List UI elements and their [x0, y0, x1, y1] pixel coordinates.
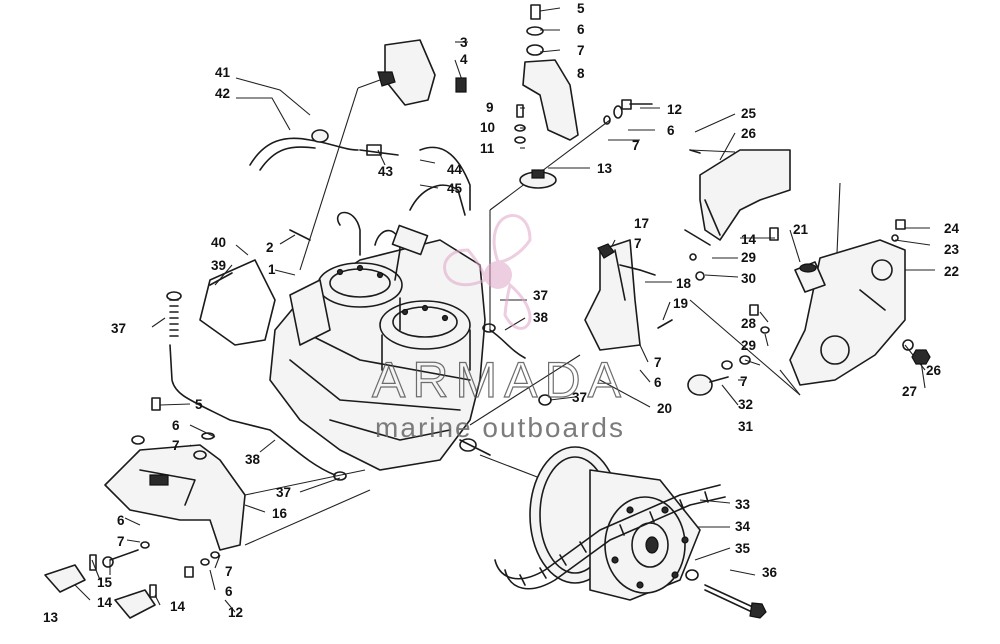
callout-label: 36 — [762, 565, 778, 580]
callout-label: 19 — [673, 296, 688, 311]
watermark-brand: ARMADA — [372, 352, 628, 408]
callout-label: 29 — [741, 250, 756, 265]
callout-label: 22 — [944, 264, 959, 279]
callout-label: 2 — [266, 240, 274, 255]
callout-label: 33 — [735, 497, 751, 512]
callout-label: 38 — [533, 310, 549, 325]
callout-label: 43 — [378, 164, 394, 179]
callout-label: 3 — [460, 35, 468, 50]
callout-label: 37 — [533, 288, 548, 303]
callout-label: 18 — [676, 276, 692, 291]
callout-label: 9 — [486, 100, 494, 115]
callout-label: 37 — [572, 390, 587, 405]
callout-label: 15 — [97, 575, 113, 590]
callout-label: 10 — [480, 120, 495, 135]
callout-label: 16 — [272, 506, 288, 521]
callout-label: 38 — [245, 452, 261, 467]
callout-label: 13 — [597, 161, 613, 176]
callout-label: 8 — [577, 66, 585, 81]
callout-label: 12 — [228, 605, 243, 620]
callout-label: 37 — [111, 321, 126, 336]
callout-label: 5 — [577, 1, 585, 16]
callout-label: 13 — [43, 610, 59, 625]
callout-label: 6 — [117, 513, 125, 528]
callout-label: 12 — [667, 102, 682, 117]
callout-label: 40 — [211, 235, 226, 250]
watermark-logo: ARMADA marine outboards — [371, 214, 628, 443]
callout-label: 7 — [577, 43, 585, 58]
callout-label: 23 — [944, 242, 960, 257]
callout-label: 25 — [741, 106, 757, 121]
callout-label: 20 — [657, 401, 672, 416]
callout-label: 5 — [195, 397, 203, 412]
callout-label: 14 — [170, 599, 186, 614]
callout-label: 6 — [654, 375, 662, 390]
callout-label: 11 — [480, 141, 495, 156]
callout-label: 14 — [741, 232, 757, 247]
callout-label: 44 — [447, 162, 463, 177]
callout-label: 6 — [172, 418, 180, 433]
callout-label: 31 — [738, 419, 754, 434]
callout-label: 26 — [926, 363, 942, 378]
callout-label: 32 — [738, 397, 753, 412]
callout-label: 34 — [735, 519, 751, 534]
callout-label: 6 — [577, 22, 585, 37]
callout-label: 7 — [740, 374, 748, 389]
callout-label: 7 — [654, 355, 662, 370]
callout-label: 1 — [268, 262, 276, 277]
callout-label: 27 — [902, 384, 917, 399]
callout-label: 30 — [741, 271, 756, 286]
callout-labels: 1 2 3 4 5 6 7 8 9 10 11 12 6 7 13 25 26 … — [43, 1, 960, 625]
callout-label: 4 — [460, 52, 468, 67]
callout-label: 24 — [944, 221, 960, 236]
callout-label: 6 — [225, 584, 233, 599]
callout-label: 7 — [117, 534, 125, 549]
callout-label: 7 — [634, 236, 642, 251]
callout-label: 41 — [215, 65, 231, 80]
propeller-logo — [443, 214, 532, 330]
callout-label: 28 — [741, 316, 757, 331]
callout-label: 14 — [97, 595, 113, 610]
watermark-tagline: marine outboards — [375, 412, 625, 443]
callout-label: 17 — [634, 216, 649, 231]
callout-label: 26 — [741, 126, 757, 141]
callout-label: 42 — [215, 86, 230, 101]
callout-label: 7 — [632, 138, 640, 153]
engine-components — [44, 4, 931, 619]
callout-label: 39 — [211, 258, 226, 273]
callout-label: 29 — [741, 338, 756, 353]
callout-label: 37 — [276, 485, 291, 500]
callout-label: 7 — [225, 564, 233, 579]
callout-label: 21 — [793, 222, 809, 237]
callout-label: 7 — [172, 438, 180, 453]
callout-label: 45 — [447, 181, 463, 196]
callout-label: 35 — [735, 541, 751, 556]
callout-label: 6 — [667, 123, 675, 138]
